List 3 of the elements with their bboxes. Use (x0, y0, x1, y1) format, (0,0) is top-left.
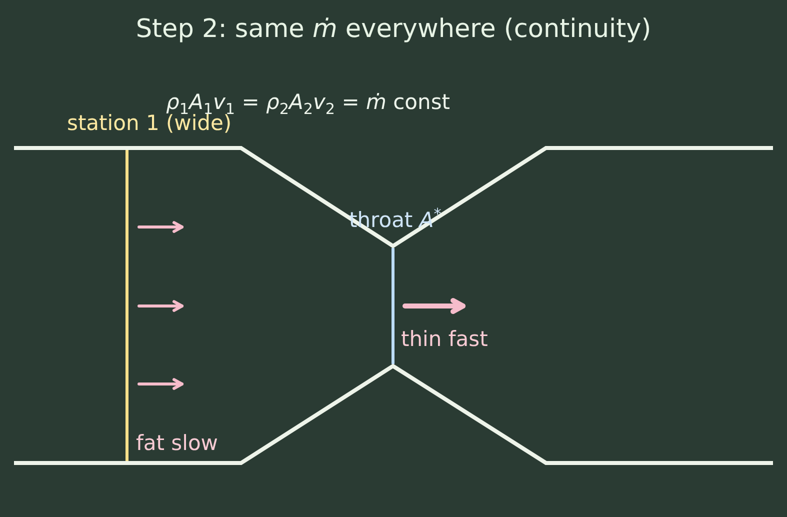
velocity-label: fat slow (136, 431, 218, 455)
velocity-label: thin fast (401, 327, 488, 351)
title: Step 2: same ṁ everywhere (continuity) (136, 13, 652, 45)
